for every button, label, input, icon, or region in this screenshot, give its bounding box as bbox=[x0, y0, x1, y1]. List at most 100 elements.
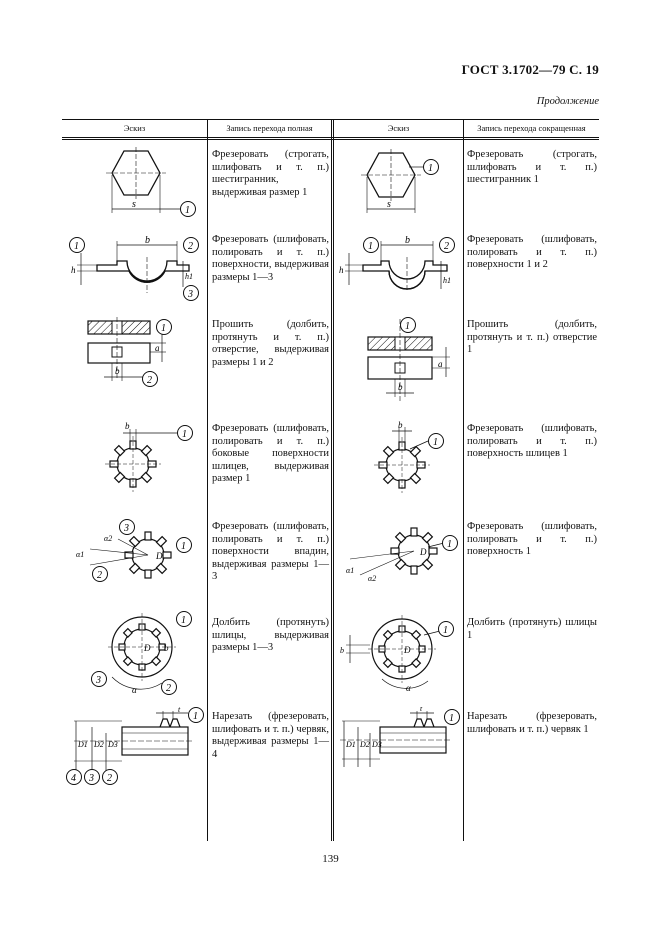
dim-label-D3: D3 bbox=[371, 740, 382, 749]
callout-2: 2 bbox=[166, 683, 171, 694]
row4-full-text: Фрезеровать (шлифовать, полировать и т. … bbox=[212, 423, 329, 485]
callout-2: 2 bbox=[444, 241, 449, 252]
callout-1: 1 bbox=[182, 429, 187, 440]
dim-label-h1: h1 bbox=[185, 272, 193, 281]
dim-label-D3: D3 bbox=[107, 740, 118, 749]
row6-short-text: Долбить (протянуть) шлицы 1 bbox=[467, 617, 597, 641]
callout-1: 1 bbox=[181, 615, 186, 626]
dim-label-a: a bbox=[155, 343, 160, 353]
internal-spline-sketch-short: D b α 1 bbox=[340, 615, 454, 693]
callout-1: 1 bbox=[185, 205, 190, 216]
dim-label-alpha2: α2 bbox=[104, 534, 112, 543]
continuation-label: Продолжение bbox=[536, 96, 599, 107]
hexagon-sketch: s 1 bbox=[106, 147, 196, 217]
row7-short-text: Нарезать (фрезеровать, шлифовать и т. п.… bbox=[467, 711, 597, 735]
col-header-sketch-1: Эскиз bbox=[123, 123, 146, 133]
operations-table: Эскиз Запись перехода полная Эскиз Запис… bbox=[62, 119, 599, 841]
dim-label-alpha: α bbox=[406, 683, 411, 693]
callout-2: 2 bbox=[107, 773, 112, 784]
callout-1: 1 bbox=[161, 323, 166, 334]
dim-label-alpha: α bbox=[132, 685, 137, 695]
row5-short-text: Фрезеровать (шлифовать, полировать и т. … bbox=[467, 521, 597, 558]
callout-1: 1 bbox=[74, 241, 79, 252]
callout-4: 4 bbox=[71, 773, 76, 784]
callout-3: 3 bbox=[88, 773, 94, 784]
dim-label-D2: D2 bbox=[93, 740, 104, 749]
header-divider bbox=[62, 137, 599, 138]
spline-shaft-sketch-short: b 1 bbox=[374, 420, 444, 493]
callout-1: 1 bbox=[449, 713, 454, 724]
callout-1: 1 bbox=[405, 321, 410, 332]
callout-1: 1 bbox=[181, 541, 186, 552]
document-header: ГОСТ 3.1702—79 С. 19 bbox=[461, 62, 599, 77]
dim-label-s: s bbox=[132, 199, 136, 210]
dim-label-alpha1: α1 bbox=[346, 566, 354, 575]
callout-1: 1 bbox=[443, 625, 448, 636]
callout-1: 1 bbox=[368, 241, 373, 252]
callout-2: 2 bbox=[188, 241, 193, 252]
spline-angle-sketch-short: D α1 α2 1 bbox=[346, 527, 458, 583]
header-divider-2 bbox=[62, 139, 599, 140]
callout-1: 1 bbox=[428, 163, 433, 174]
hexagon-sketch-short: s 1 bbox=[361, 149, 439, 213]
dim-label-h1: h1 bbox=[443, 276, 451, 285]
internal-spline-sketch: D b α 1 3 2 bbox=[91, 611, 192, 695]
dim-label-D1: D1 bbox=[77, 740, 88, 749]
dim-label-h: h bbox=[339, 265, 344, 275]
groove-part-sketch: b h h1 1 2 3 bbox=[69, 235, 199, 301]
row2-short-text: Фрезеровать (шлифовать, полировать и т. … bbox=[467, 234, 597, 271]
table-top-border bbox=[62, 119, 599, 120]
col-divider-3 bbox=[463, 119, 464, 841]
dim-label-h: h bbox=[71, 265, 76, 275]
col-header-short: Запись перехода сокращенная bbox=[477, 123, 586, 133]
dim-label-b: b bbox=[340, 646, 344, 655]
row4-short-text: Фрезеровать (шлифовать, полировать и т. … bbox=[467, 423, 597, 460]
dim-label-D1: D1 bbox=[345, 740, 356, 749]
dim-label-b: b bbox=[405, 235, 410, 246]
dim-label-D2: D2 bbox=[359, 740, 370, 749]
dim-label-b: b bbox=[164, 643, 169, 653]
callout-1: 1 bbox=[193, 711, 198, 722]
dim-label-alpha2: α2 bbox=[368, 574, 376, 583]
row5-full-text: Фрезеровать (шлифовать, полировать и т. … bbox=[212, 521, 329, 583]
callout-1: 1 bbox=[433, 437, 438, 448]
hole-plate-sketch: b a 1 2 bbox=[87, 317, 172, 387]
dim-label-D: D bbox=[419, 547, 427, 557]
row6-full-text: Долбить (протянуть) шлицы, выдерживая ра… bbox=[212, 617, 329, 654]
callout-3: 3 bbox=[123, 523, 129, 534]
worm-sketch: D1 D2 D3 t 1 4 3 2 bbox=[66, 707, 204, 785]
spline-shaft-sketch: b 1 bbox=[105, 421, 193, 492]
row1-full-text: Фрезеровать (строгать, шлифовать и т. п.… bbox=[212, 149, 329, 198]
col-divider-2 bbox=[331, 119, 332, 841]
row7-full-text: Нарезать (фрезеровать, шлифовать и т. п.… bbox=[212, 711, 329, 760]
callout-3: 3 bbox=[187, 289, 193, 300]
hole-plate-sketch-short: b a 1 bbox=[367, 317, 450, 401]
row3-short-text: Прошить (долбить, протянуть и т. п.) отв… bbox=[467, 319, 597, 356]
col-header-sketch-2: Эскиз bbox=[387, 123, 410, 133]
worm-sketch-short: D1 D2 D3 t 1 bbox=[340, 707, 460, 767]
dim-label-D: D bbox=[403, 645, 411, 655]
col-divider-2b bbox=[333, 119, 334, 841]
row3-full-text: Прошить (долбить, протянуть и т. п.) отв… bbox=[212, 319, 329, 368]
callout-3: 3 bbox=[95, 675, 101, 686]
callout-2: 2 bbox=[97, 570, 102, 581]
dim-label-D: D bbox=[155, 551, 163, 561]
dim-label-b: b bbox=[115, 366, 120, 376]
dim-label-b: b bbox=[398, 420, 403, 430]
dim-label-a: a bbox=[438, 359, 443, 369]
dim-label-b: b bbox=[398, 382, 403, 392]
col-header-full: Запись перехода полная bbox=[226, 123, 313, 133]
spline-angle-sketch: D α1 α2 3 1 2 bbox=[76, 519, 192, 582]
dim-label-t: t bbox=[420, 707, 423, 713]
groove-part-sketch-short: b h h1 1 2 bbox=[339, 235, 455, 291]
dim-label-s: s bbox=[387, 199, 391, 210]
callout-1: 1 bbox=[447, 539, 452, 550]
col-divider-1 bbox=[207, 119, 208, 841]
dim-label-b: b bbox=[125, 421, 130, 431]
row2-full-text: Фрезеровать (шлифовать, полировать и т. … bbox=[212, 234, 329, 283]
row1-short-text: Фрезеровать (строгать, шлифовать и т. п.… bbox=[467, 149, 597, 186]
callout-2: 2 bbox=[147, 375, 152, 386]
dim-label-t: t bbox=[178, 707, 181, 714]
page-number: 139 bbox=[322, 853, 339, 865]
dim-label-b: b bbox=[145, 235, 150, 246]
